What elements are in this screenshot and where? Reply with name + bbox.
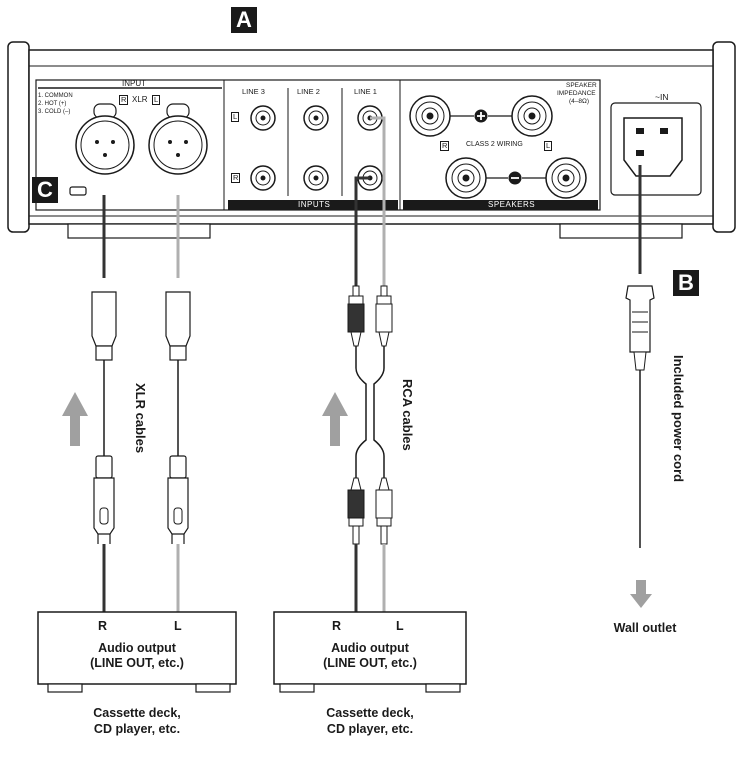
class2-label: CLASS 2 WIRING (466, 141, 523, 148)
ac-in-label: ~IN (655, 92, 669, 102)
pin-3-label: 3. COLD (–) (38, 109, 71, 115)
inputs-bar-label: INPUTS (298, 200, 331, 209)
source-device-2 (273, 611, 467, 693)
wall-outlet-label: Wall outlet (613, 621, 677, 635)
device2-caption-1: Cassette deck, (326, 706, 414, 720)
device1-caption-1: Cassette deck, (93, 706, 181, 720)
xlr-cables-label: XLR cables (133, 383, 148, 454)
speaker-impedance-1: SPEAKER (566, 82, 597, 89)
device2-output-2: (LINE OUT, etc.) (323, 656, 417, 670)
down-arrow-icon (630, 580, 652, 608)
xlr-socket-l-icon (148, 103, 208, 175)
xlr-text: XLR (132, 95, 148, 104)
device2-output-1: Audio output (331, 641, 409, 655)
source-device-1 (37, 611, 237, 693)
device1-output-1: Audio output (98, 641, 176, 655)
label-c: C (32, 177, 58, 203)
rca-jack-line3-l-icon (250, 105, 276, 131)
up-arrow-xlr-icon (62, 392, 88, 446)
device2-caption-2: CD player, etc. (326, 722, 414, 736)
speaker-terminal-l-minus-icon (545, 157, 587, 199)
line2-label: LINE 2 (297, 87, 320, 96)
input-title: INPUT (122, 79, 146, 88)
speaker-terminal-r-plus-icon (409, 95, 451, 137)
xlr-cable-l (165, 195, 191, 612)
label-b: B (673, 270, 699, 296)
speaker-terminal-r-minus-icon (445, 157, 487, 199)
up-arrow-rca-icon (322, 392, 348, 446)
rca-cable-l (370, 116, 393, 612)
plus-icon (474, 109, 488, 123)
power-cord (625, 165, 655, 548)
rca-cables-label: RCA cables (400, 379, 415, 451)
speaker-terminal-l-plus-icon (511, 95, 553, 137)
xlr-l-mark: L (152, 95, 161, 105)
power-cord-label: Included power cord (671, 355, 686, 483)
device2-l-label: L (396, 619, 404, 633)
usb-port-icon (69, 186, 87, 196)
device2-r-label: R (332, 619, 342, 633)
speaker-impedance-2: IMPEDANCE (557, 90, 596, 97)
xlr-cable-r (91, 195, 117, 612)
speaker-r-mark: R (440, 141, 450, 151)
line3-l-mark: L (231, 112, 240, 122)
rca-jack-line3-r-icon (250, 165, 276, 191)
rca-jack-line2-r-icon (303, 165, 329, 191)
minus-icon (508, 171, 522, 185)
rca-cable-r (347, 176, 370, 612)
speakers-bar-label: SPEAKERS (488, 200, 536, 209)
pin-2-label: 2. HOT (+) (38, 101, 67, 107)
rca-jack-line2-l-icon (303, 105, 329, 131)
xlr-r-mark: R (119, 95, 129, 105)
pin-1-label: 1. COMMON (38, 93, 73, 99)
speaker-l-mark: L (544, 141, 553, 151)
device1-r-label: R (98, 619, 108, 633)
device1-output-2: (LINE OUT, etc.) (90, 656, 184, 670)
label-a: A (231, 7, 257, 33)
xlr-socket-r-icon (75, 103, 135, 175)
line1-label: LINE 1 (354, 87, 377, 96)
line3-label: LINE 3 (242, 87, 265, 96)
device1-l-label: L (174, 619, 182, 633)
ac-inlet-icon (610, 102, 702, 196)
line3-r-mark: R (231, 173, 241, 183)
device1-caption-2: CD player, etc. (93, 722, 181, 736)
speaker-impedance-3: (4–8Ω) (569, 98, 590, 105)
